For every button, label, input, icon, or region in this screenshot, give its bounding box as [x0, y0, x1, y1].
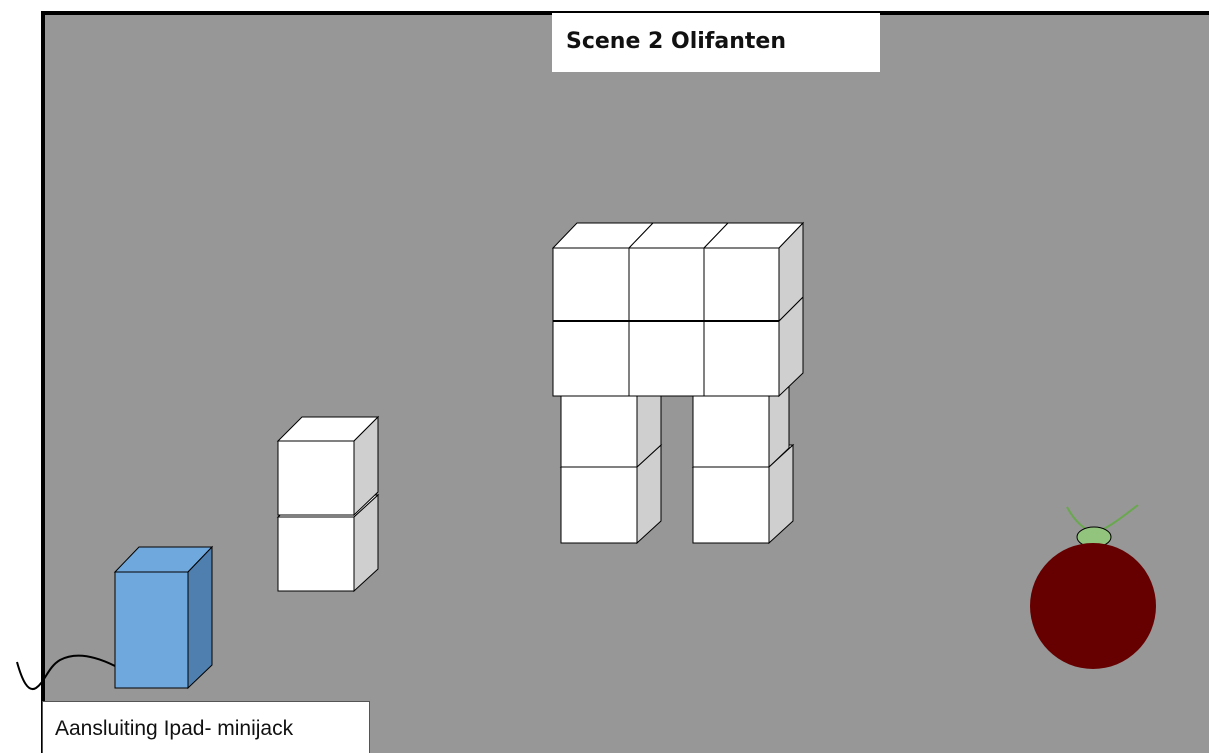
cube	[629, 321, 704, 396]
connector-label: Aansluiting Ipad- minijack	[42, 701, 370, 753]
elephant-left-leg	[561, 374, 661, 543]
scene-title: Scene 2 Olifanten	[552, 13, 880, 72]
small-cube-stack	[278, 417, 378, 591]
cube	[553, 321, 629, 396]
elephant-body-top-row	[553, 223, 803, 321]
cube	[278, 417, 378, 515]
cube	[553, 248, 629, 321]
cube	[704, 321, 779, 396]
cube	[704, 248, 779, 321]
elephant-right-leg	[693, 378, 793, 543]
cube	[629, 248, 704, 321]
